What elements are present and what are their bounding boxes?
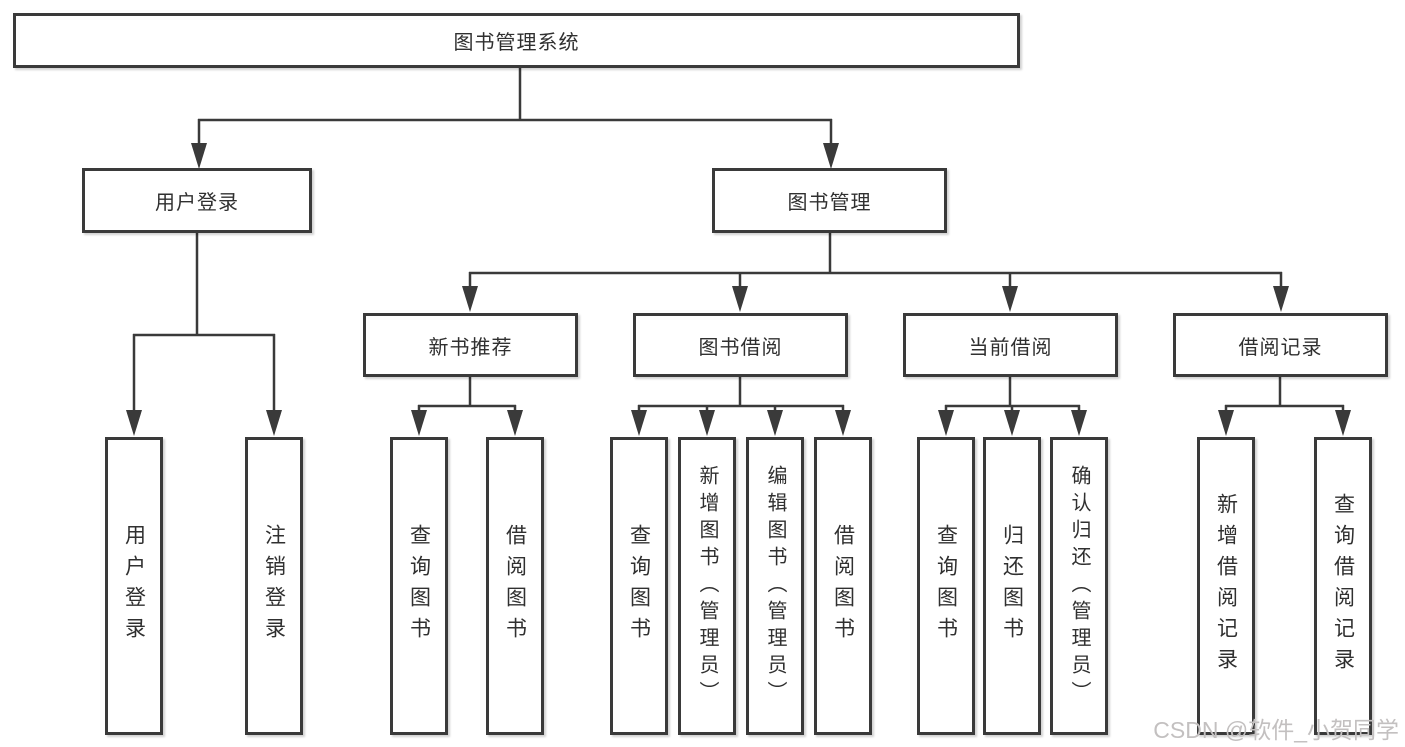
leaf-query-books-recommend: 查询图书: [390, 437, 448, 735]
leaf-logout: 注销登录: [245, 437, 303, 735]
leaf-query-borrow-record-label: 查询借阅记录: [1331, 493, 1355, 679]
leaf-add-borrow-record: 新增借阅记录: [1197, 437, 1255, 735]
leaf-user-login: 用户登录: [105, 437, 163, 735]
leaf-user-login-label: 用户登录: [122, 524, 146, 648]
node-book-management-label: 图书管理: [787, 192, 872, 214]
leaf-borrow-books: 借阅图书: [814, 437, 872, 735]
leaf-edit-book-admin-label: 编辑图书（管理员）: [764, 464, 786, 708]
leaf-return-books: 归还图书: [983, 437, 1041, 735]
node-current-borrow: 当前借阅: [903, 313, 1118, 377]
leaf-confirm-return-admin: 确认归还（管理员）: [1050, 437, 1108, 735]
node-book-management: 图书管理: [712, 168, 947, 233]
leaf-edit-book-admin: 编辑图书（管理员）: [746, 437, 804, 735]
leaf-logout-label: 注销登录: [262, 524, 286, 648]
leaf-borrow-books-recommend: 借阅图书: [486, 437, 544, 735]
leaf-query-books-borrow: 查询图书: [610, 437, 668, 735]
leaf-query-books-borrow-label: 查询图书: [627, 524, 651, 648]
leaf-add-book-admin: 新增图书（管理员）: [678, 437, 736, 735]
leaf-query-books-current-label: 查询图书: [934, 524, 958, 648]
leaf-query-books-recommend-label: 查询图书: [407, 524, 431, 648]
node-root: 图书管理系统: [13, 13, 1020, 68]
node-new-book-recommend: 新书推荐: [363, 313, 578, 377]
node-user-login-label: 用户登录: [155, 192, 239, 214]
leaf-add-borrow-record-label: 新增借阅记录: [1214, 493, 1238, 679]
node-root-label: 图书管理系统: [453, 32, 580, 54]
node-borrow-records: 借阅记录: [1173, 313, 1388, 377]
watermark-text: CSDN @软件_小贺同学: [1153, 717, 1399, 743]
node-new-book-recommend-label: 新书推荐: [428, 336, 513, 359]
leaf-borrow-books-recommend-label: 借阅图书: [503, 524, 527, 648]
node-user-login: 用户登录: [82, 168, 312, 233]
node-book-borrow-label: 图书借阅: [698, 336, 783, 359]
node-book-borrow: 图书借阅: [633, 313, 848, 377]
leaf-return-books-label: 归还图书: [1000, 524, 1024, 648]
node-current-borrow-label: 当前借阅: [968, 336, 1053, 359]
leaf-query-borrow-record: 查询借阅记录: [1314, 437, 1372, 735]
node-borrow-records-label: 借阅记录: [1238, 336, 1323, 359]
leaf-query-books-current: 查询图书: [917, 437, 975, 735]
leaf-confirm-return-admin-label: 确认归还（管理员）: [1068, 464, 1090, 708]
leaf-borrow-books-label: 借阅图书: [831, 524, 855, 648]
leaf-add-book-admin-label: 新增图书（管理员）: [696, 464, 718, 708]
